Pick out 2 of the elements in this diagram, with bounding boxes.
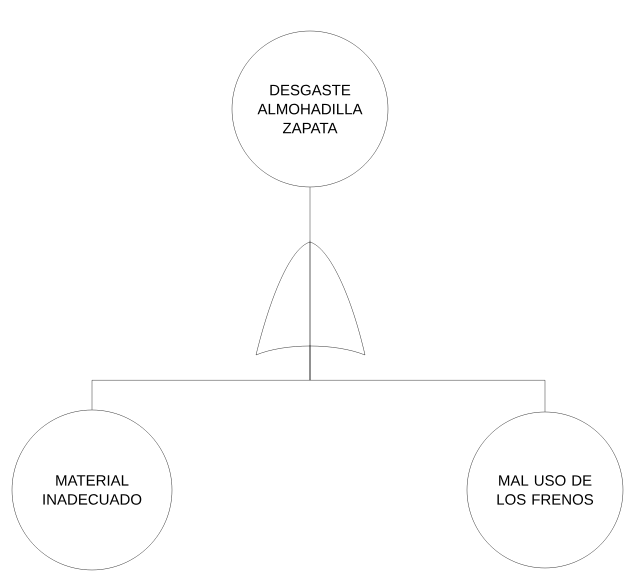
connector-line: [310, 344, 546, 412]
or-gate: [256, 242, 366, 356]
